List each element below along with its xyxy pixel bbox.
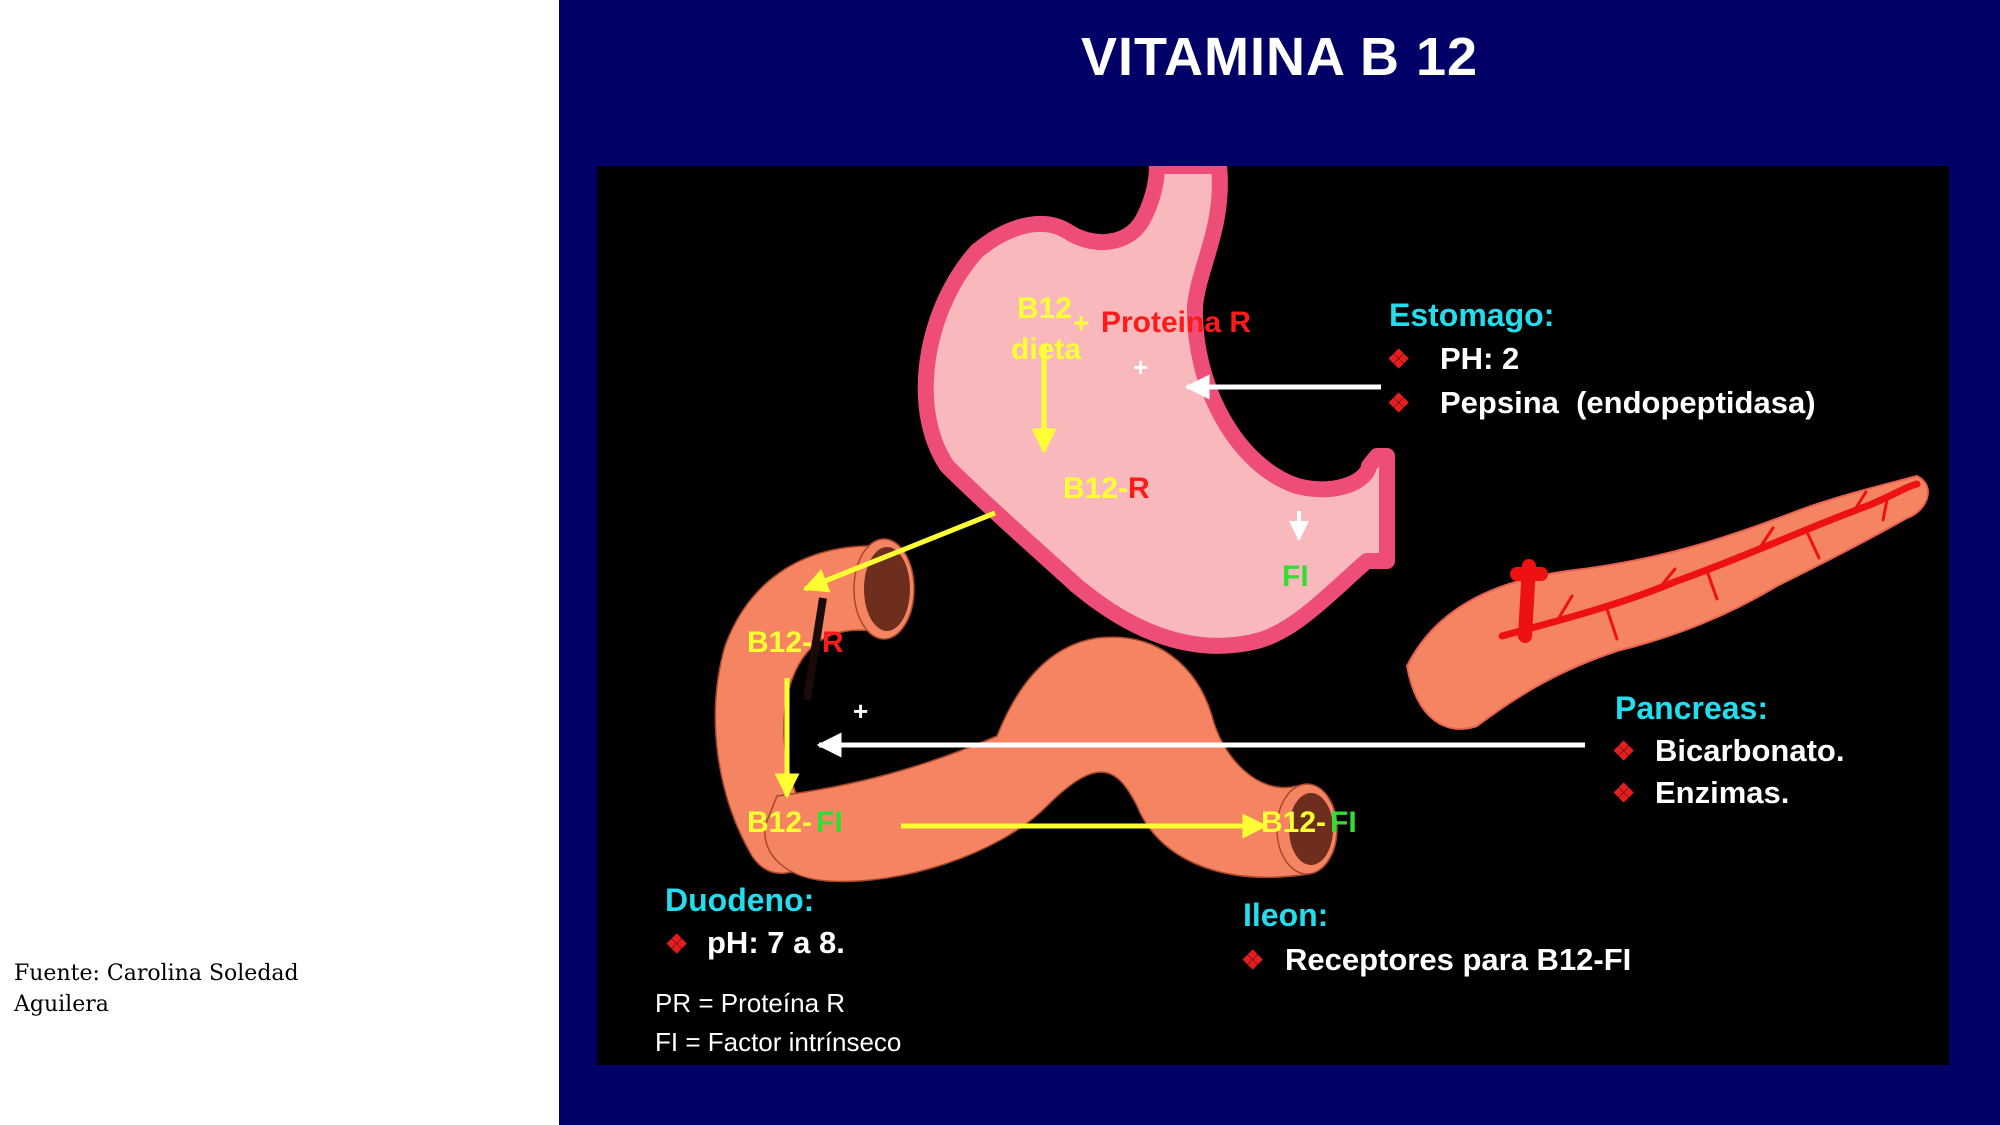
label-duodeno-b12fi-fi: FI	[816, 806, 843, 839]
label-b12-dieta-1: B12	[1017, 292, 1072, 325]
label-plus-white-stomach: +	[1133, 352, 1148, 382]
label-plus-yellow: +	[1073, 307, 1089, 338]
slide: VITAMINA B 12	[559, 0, 2000, 1125]
diagram-panel: B12 dieta + Proteina R + B12-R FI B12-R …	[597, 166, 1949, 1065]
label-duodeno-b12r-r: R	[822, 626, 844, 659]
pancreas-shape	[1405, 474, 1929, 730]
estomago-bullet-icon-2: ❖	[1387, 388, 1410, 418]
duodeno-bullet-1: pH: 7 a 8.	[707, 925, 845, 960]
digestion-diagram: B12 dieta + Proteina R + B12-R FI B12-R …	[655, 166, 1929, 1057]
label-ileon-b12fi-b12: B12-	[1261, 806, 1326, 839]
duodeno-bullet-icon-1: ❖	[665, 929, 688, 959]
pancreas-heading: Pancreas:	[1615, 690, 1768, 726]
duodeno-heading: Duodeno:	[665, 882, 814, 918]
label-stomach-b12r-b12: B12-	[1063, 472, 1128, 505]
label-ileon-b12fi: B12-FI	[1261, 806, 1357, 839]
label-plus-white-duodeno: +	[853, 696, 868, 726]
label-proteina-r: Proteina R	[1101, 306, 1251, 339]
label-stomach-b12r: B12-R	[1063, 472, 1150, 505]
duodenum-marker	[803, 597, 827, 701]
label-duodeno-b12r-b12: B12-	[747, 626, 812, 659]
ileon-lumen	[1289, 793, 1333, 865]
ileon-bullet-1: Receptores para B12-FI	[1285, 942, 1631, 977]
pancreas-bullet-1: Bicarbonato.	[1655, 733, 1844, 768]
pancreas-bullet-2: Enzimas.	[1655, 775, 1789, 810]
label-stomach-b12r-r: R	[1128, 472, 1150, 505]
arrow-stomach-to-duodenum	[802, 510, 996, 593]
pancreas-bullet-icon-1: ❖	[1612, 736, 1635, 766]
pancreas-bullet-icon-2: ❖	[1612, 778, 1635, 808]
pancreas-duct	[1498, 480, 1921, 640]
estomago-bullet-2: Pepsina (endopeptidasa)	[1440, 385, 1816, 420]
label-ileon-b12fi-fi: FI	[1330, 806, 1357, 839]
pancreas-duct-stem	[1510, 559, 1548, 643]
label-fi-stomach: FI	[1282, 560, 1309, 593]
duodenum-shape	[714, 545, 880, 875]
legend-pr: PR = Proteína R	[655, 988, 845, 1018]
label-duodeno-b12fi: B12-FI	[747, 806, 843, 839]
estomago-heading: Estomago:	[1389, 297, 1554, 333]
ileon-heading: Ileon:	[1243, 897, 1328, 933]
estomago-bullet-1: PH: 2	[1440, 341, 1519, 376]
ileon-bullet-icon-1: ❖	[1241, 945, 1264, 975]
pancreas-branches	[1555, 490, 1889, 641]
stomach-shape	[917, 166, 1395, 654]
slide-title: VITAMINA B 12	[1080, 27, 1479, 87]
label-duodeno-b12fi-b12: B12-	[747, 806, 812, 839]
legend-fi: FI = Factor intrínseco	[655, 1027, 901, 1057]
label-duodeno-b12r: B12- R	[747, 626, 844, 659]
duodenum-lumen	[864, 547, 910, 631]
intestine-loop	[764, 636, 1310, 883]
label-b12-dieta-2: dieta	[1011, 333, 1081, 366]
estomago-bullet-icon-1: ❖	[1387, 344, 1410, 374]
source-note: Fuente: Carolina Soledad Aguilera	[14, 961, 299, 1017]
